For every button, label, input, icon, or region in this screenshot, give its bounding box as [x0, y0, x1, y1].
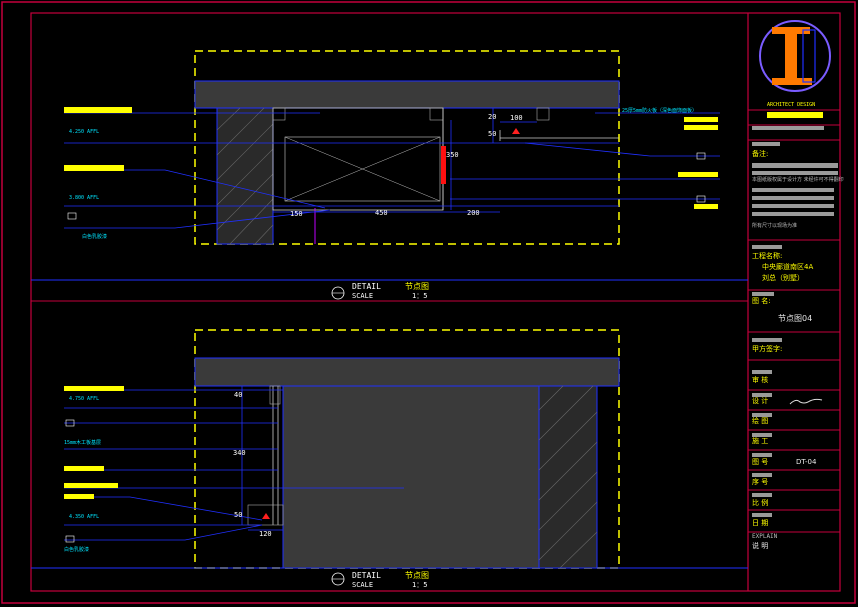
title-block-grid: [748, 109, 840, 533]
bottom-scale-label: SCALE: [352, 581, 374, 589]
design-label: 设 计: [752, 397, 769, 405]
top-detail-drawing: [64, 50, 720, 245]
date-label: 日 期: [752, 519, 769, 527]
dim-150: 150: [290, 210, 303, 218]
drawing-no: DT-04: [796, 458, 817, 466]
note-right-top: 25厚5mm防火板（深色面饰面板）: [622, 108, 698, 114]
ratio-label: 比 例: [752, 499, 769, 507]
level-label-top-2: 3.800 AFFL: [69, 195, 100, 201]
dim-50: 50: [488, 130, 497, 138]
dim-340: 340: [233, 449, 246, 457]
level-label-bottom-2: 4.350 AFFL: [69, 514, 100, 520]
note-left-top: 白色乳胶漆: [82, 234, 108, 240]
drawing-name: 节点图04: [778, 314, 813, 323]
dim-120: 120: [259, 530, 272, 538]
bottom-detail-title: DETAIL: [352, 571, 381, 580]
top-scale-value: 1：5: [412, 292, 428, 300]
note-mid-bottom: 15mm木工板基层: [64, 440, 102, 446]
company-logo: [759, 20, 831, 92]
drawing-no-label: 图 号: [752, 458, 769, 466]
notes-line-2: 所有尺寸以现场为准: [752, 223, 798, 229]
bottom-scale-value: 1：5: [412, 581, 428, 589]
seq-label: 序 号: [752, 478, 769, 486]
project-name-2: 刘总（别墅）: [762, 274, 804, 282]
explain-label: EXPLAIN: [752, 533, 778, 540]
review-label: 审 核: [752, 376, 769, 384]
dim-350: 350: [446, 151, 459, 159]
construct-label: 施 工: [752, 437, 769, 445]
dim-200: 200: [467, 209, 480, 217]
draw-label: 绘 图: [752, 417, 769, 425]
client-signature-label: 甲方签字:: [752, 345, 783, 353]
level-label-top-1: 4.250 AFFL: [69, 129, 100, 135]
project-label: 工程名称:: [752, 252, 783, 260]
dim-50-bottom: 50: [234, 511, 243, 519]
dim-100: 100: [510, 114, 523, 122]
dim-450: 450: [375, 209, 388, 217]
level-label-bottom-1: 4.750 AFFL: [69, 396, 100, 402]
notes-line-1: 本图纸版权属于设计方 未经许可不得翻印: [752, 177, 844, 183]
dim-40: 40: [234, 391, 243, 399]
note-left-bottom: 白色乳胶漆: [64, 547, 90, 553]
top-detail-title-cn: 节点图: [405, 282, 429, 291]
note-bar: [64, 165, 124, 171]
top-scale-label: SCALE: [352, 292, 374, 300]
explain-cn: 说 明: [752, 542, 769, 550]
dim-20: 20: [488, 113, 497, 121]
note-bar: [64, 107, 132, 113]
brand-name: ARCHITECT DESIGN: [767, 102, 816, 108]
bottom-detail-drawing: [64, 329, 620, 569]
drawing-name-label: 图 名:: [752, 297, 771, 305]
notes-label: 备注:: [752, 150, 769, 158]
bottom-detail-title-cn: 节点图: [405, 571, 429, 580]
top-detail-title: DETAIL: [352, 282, 381, 291]
project-name-1: 中央廊道南区4A: [762, 263, 814, 271]
